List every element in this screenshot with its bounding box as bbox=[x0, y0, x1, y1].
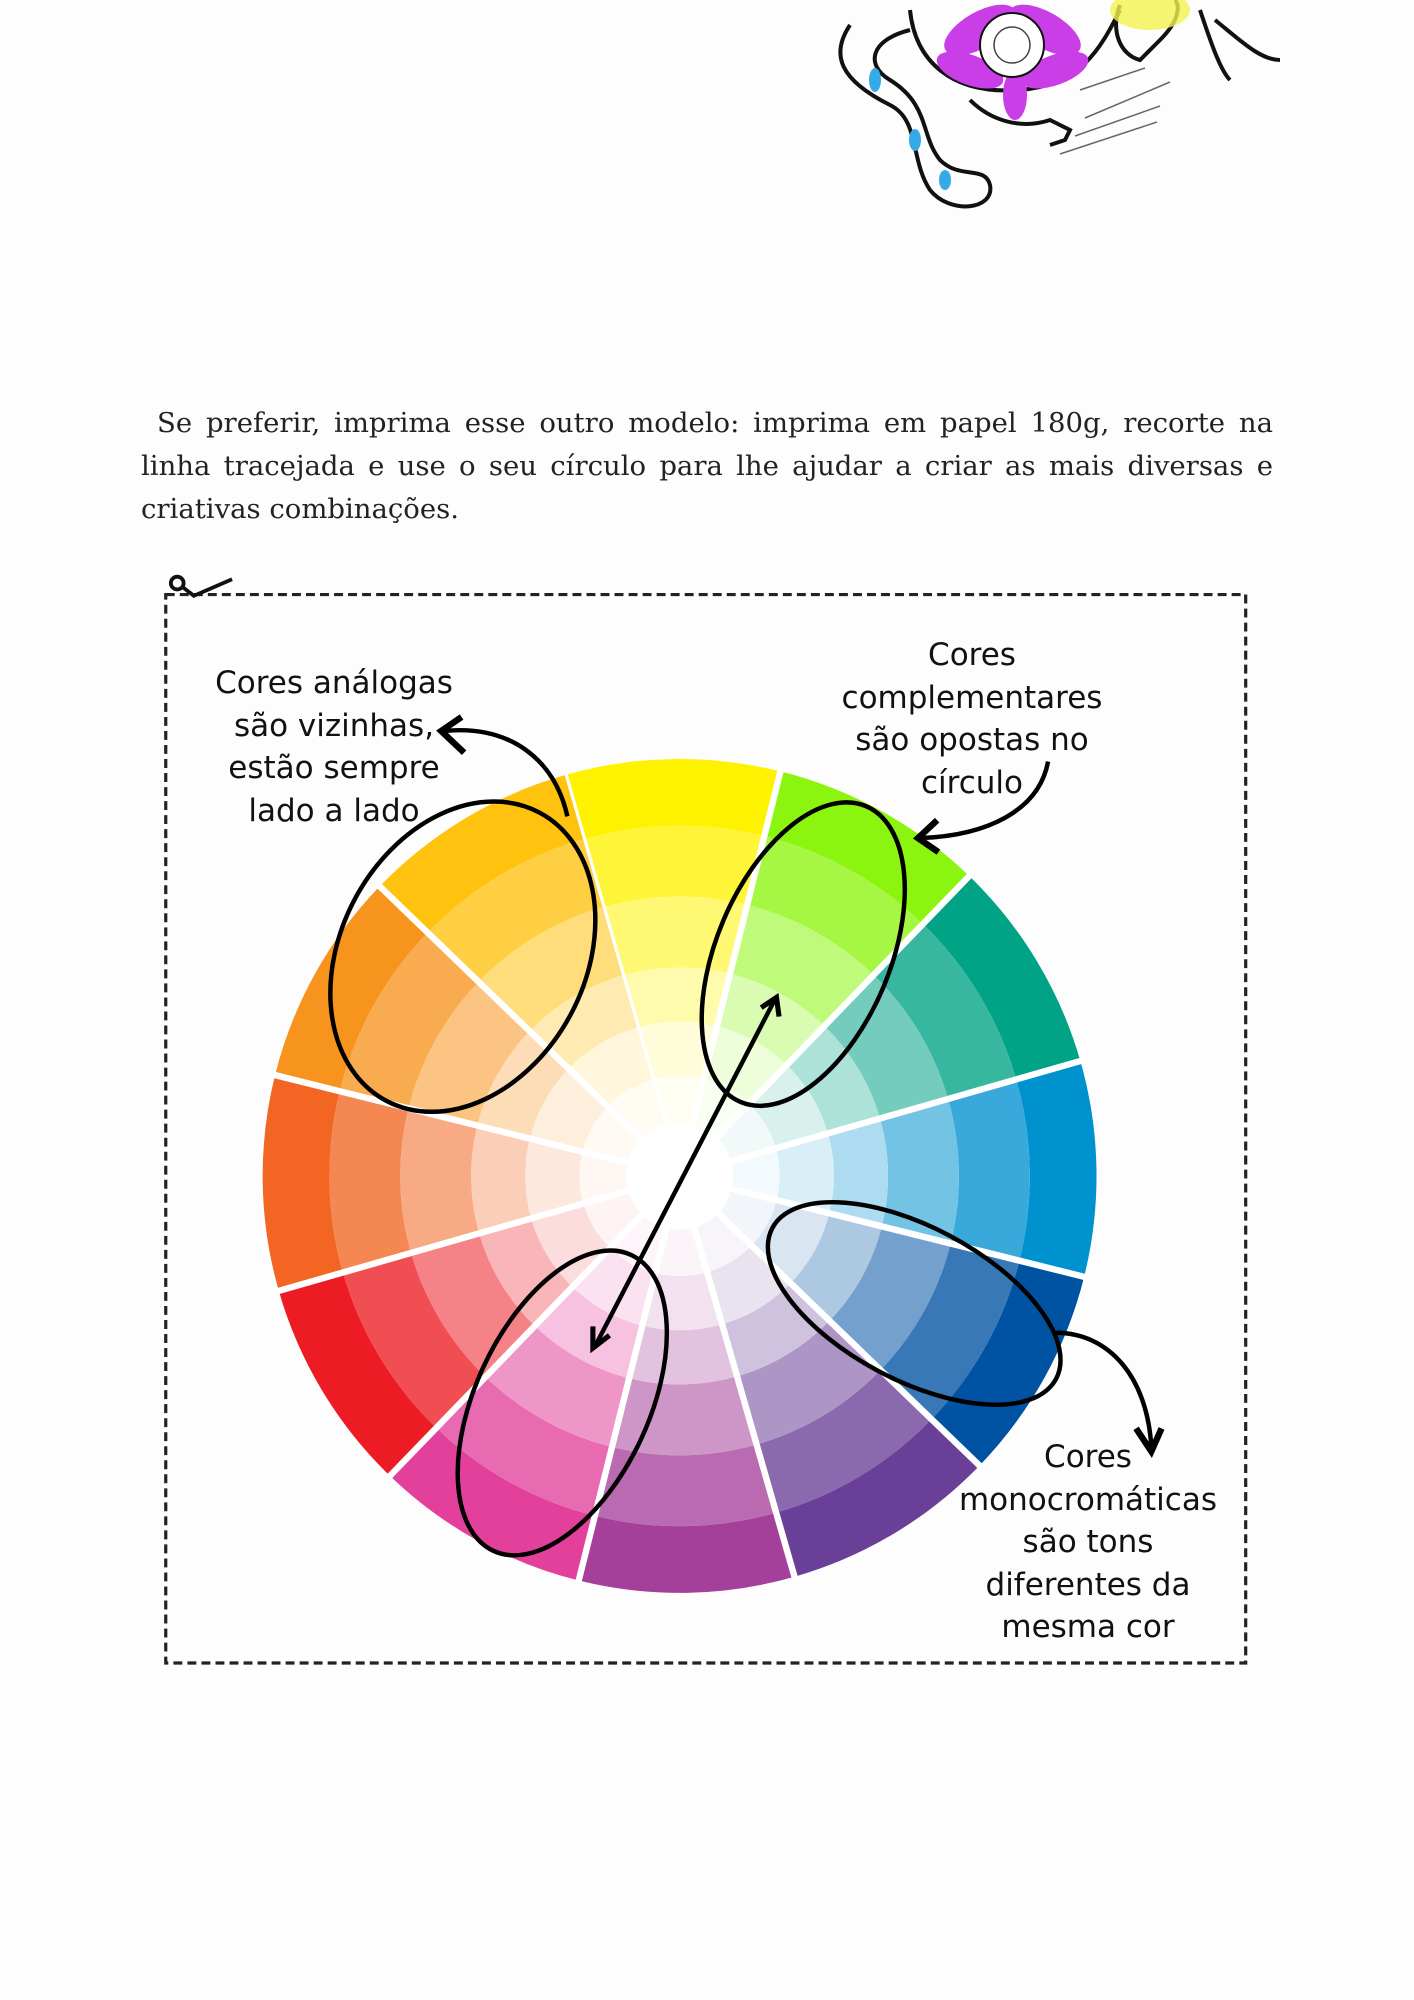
complementary-arrow bbox=[920, 761, 1051, 841]
wheel-segment bbox=[411, 1233, 535, 1377]
wheel-segment bbox=[622, 967, 731, 1028]
dashed-cut-line bbox=[164, 592, 1248, 1665]
wheel-segment bbox=[583, 825, 765, 908]
wheel-segment bbox=[379, 775, 584, 933]
note-line: diferentes da bbox=[985, 1566, 1191, 1603]
intro-paragraph: Se preferir, imprima esse outro modelo: … bbox=[141, 407, 1273, 525]
note-line: mesma cor bbox=[1001, 1609, 1175, 1645]
wheel-segment bbox=[879, 1098, 959, 1244]
wheel-segment bbox=[525, 1138, 584, 1219]
wheel-segment bbox=[594, 1444, 777, 1527]
note-line: são tons bbox=[1022, 1524, 1154, 1560]
wheel-segment bbox=[471, 1125, 532, 1234]
wheel-segment bbox=[776, 1419, 980, 1577]
wheel-segment bbox=[716, 973, 825, 1065]
cat-illustration bbox=[838, 0, 1281, 209]
wheel-segment bbox=[948, 1079, 1030, 1261]
analogous-arrow bbox=[443, 727, 570, 817]
complementary-ellipse-2 bbox=[455, 1248, 670, 1558]
wheel-segment bbox=[637, 1021, 717, 1080]
wheel-segment bbox=[275, 886, 428, 1092]
wheel-segment bbox=[389, 1427, 595, 1581]
wheel-segment bbox=[436, 1376, 613, 1516]
wheel-divider bbox=[385, 1173, 682, 1480]
wheel-segment bbox=[427, 839, 603, 982]
scissors-icon bbox=[168, 574, 233, 599]
wheel-segment bbox=[829, 1226, 951, 1371]
wheel-divider bbox=[678, 1172, 1088, 1281]
monochromatic-arrow bbox=[1055, 1330, 1154, 1448]
wheel-segment bbox=[827, 1118, 889, 1227]
wheel-segment bbox=[578, 1512, 795, 1593]
wheel-segment bbox=[880, 1243, 1020, 1420]
wheel-segment bbox=[479, 1218, 573, 1326]
wheel-segment bbox=[534, 1286, 643, 1379]
wheel-divider bbox=[676, 768, 785, 1177]
wheel-segment bbox=[1016, 1061, 1097, 1277]
analogous-ellipse bbox=[328, 799, 598, 1115]
wheel-segment bbox=[873, 924, 1017, 1099]
wheel-segment bbox=[747, 836, 923, 976]
note-line: Cores análogas bbox=[215, 665, 453, 701]
note-line: monocromáticas bbox=[958, 1481, 1217, 1518]
wheel-segment bbox=[339, 932, 479, 1109]
note-line: complementares bbox=[841, 679, 1103, 716]
wheel-divider bbox=[375, 882, 682, 1179]
wheel-segment bbox=[790, 1213, 882, 1321]
monochromatic-note: Cores monocromáticas são tons diferentes… bbox=[938, 1436, 1238, 1649]
wheel-segment bbox=[922, 876, 1081, 1080]
wheel-segment bbox=[342, 1252, 486, 1428]
wheel-segment bbox=[612, 1376, 757, 1456]
wheel-segment bbox=[564, 759, 781, 840]
wheel-center bbox=[626, 1122, 734, 1230]
complementary-double-arrow bbox=[593, 1000, 776, 1347]
note-line: Cores bbox=[1044, 1439, 1132, 1475]
wheel-segment bbox=[408, 981, 530, 1126]
note-line: círculo bbox=[921, 764, 1023, 801]
complementary-ellipse bbox=[699, 800, 908, 1109]
note-line: Cores bbox=[928, 637, 1016, 673]
wheel-segment bbox=[602, 896, 748, 976]
wheel-segment bbox=[329, 1091, 412, 1273]
wheel-divider bbox=[275, 1172, 681, 1295]
complementary-note: Cores complementares são opostas no círc… bbox=[822, 634, 1122, 804]
wheel-divider bbox=[678, 1057, 1084, 1180]
wheel-segment bbox=[485, 1325, 630, 1447]
monochromatic-ellipse bbox=[765, 1199, 1063, 1407]
wheel-segment bbox=[775, 1133, 834, 1214]
color-wheel bbox=[262, 759, 1097, 1593]
wheel-segment bbox=[786, 1025, 880, 1134]
wheel-divider bbox=[271, 1071, 681, 1180]
wheel-segment bbox=[824, 975, 949, 1119]
wheel-segment bbox=[400, 1108, 480, 1253]
wheel-divider bbox=[677, 871, 974, 1179]
note-line: lado a lado bbox=[248, 792, 420, 829]
note-line: estão sempre bbox=[228, 750, 440, 786]
wheel-segment bbox=[278, 1272, 437, 1476]
wheel-divider bbox=[676, 1175, 799, 1581]
wheel-segment bbox=[629, 1324, 738, 1385]
wheel-segment bbox=[931, 1260, 1085, 1466]
analogous-note: Cores análogas são vizinhas, estão sempr… bbox=[184, 662, 484, 832]
wheel-segment bbox=[756, 1370, 932, 1513]
note-line: são vizinhas, bbox=[233, 707, 435, 744]
wheel-segment bbox=[262, 1075, 343, 1291]
wheel-segment bbox=[730, 904, 874, 1026]
wheel-segment bbox=[478, 907, 623, 1032]
wheel-divider bbox=[677, 1173, 984, 1470]
wheel-segment bbox=[477, 1031, 569, 1139]
wheel-divider bbox=[575, 1175, 683, 1584]
note-line: são opostas no bbox=[855, 722, 1089, 758]
annotations bbox=[328, 714, 1165, 1558]
wheel-segment bbox=[642, 1272, 723, 1331]
wheel-segment bbox=[529, 975, 638, 1069]
wheel-segment bbox=[722, 1283, 830, 1377]
